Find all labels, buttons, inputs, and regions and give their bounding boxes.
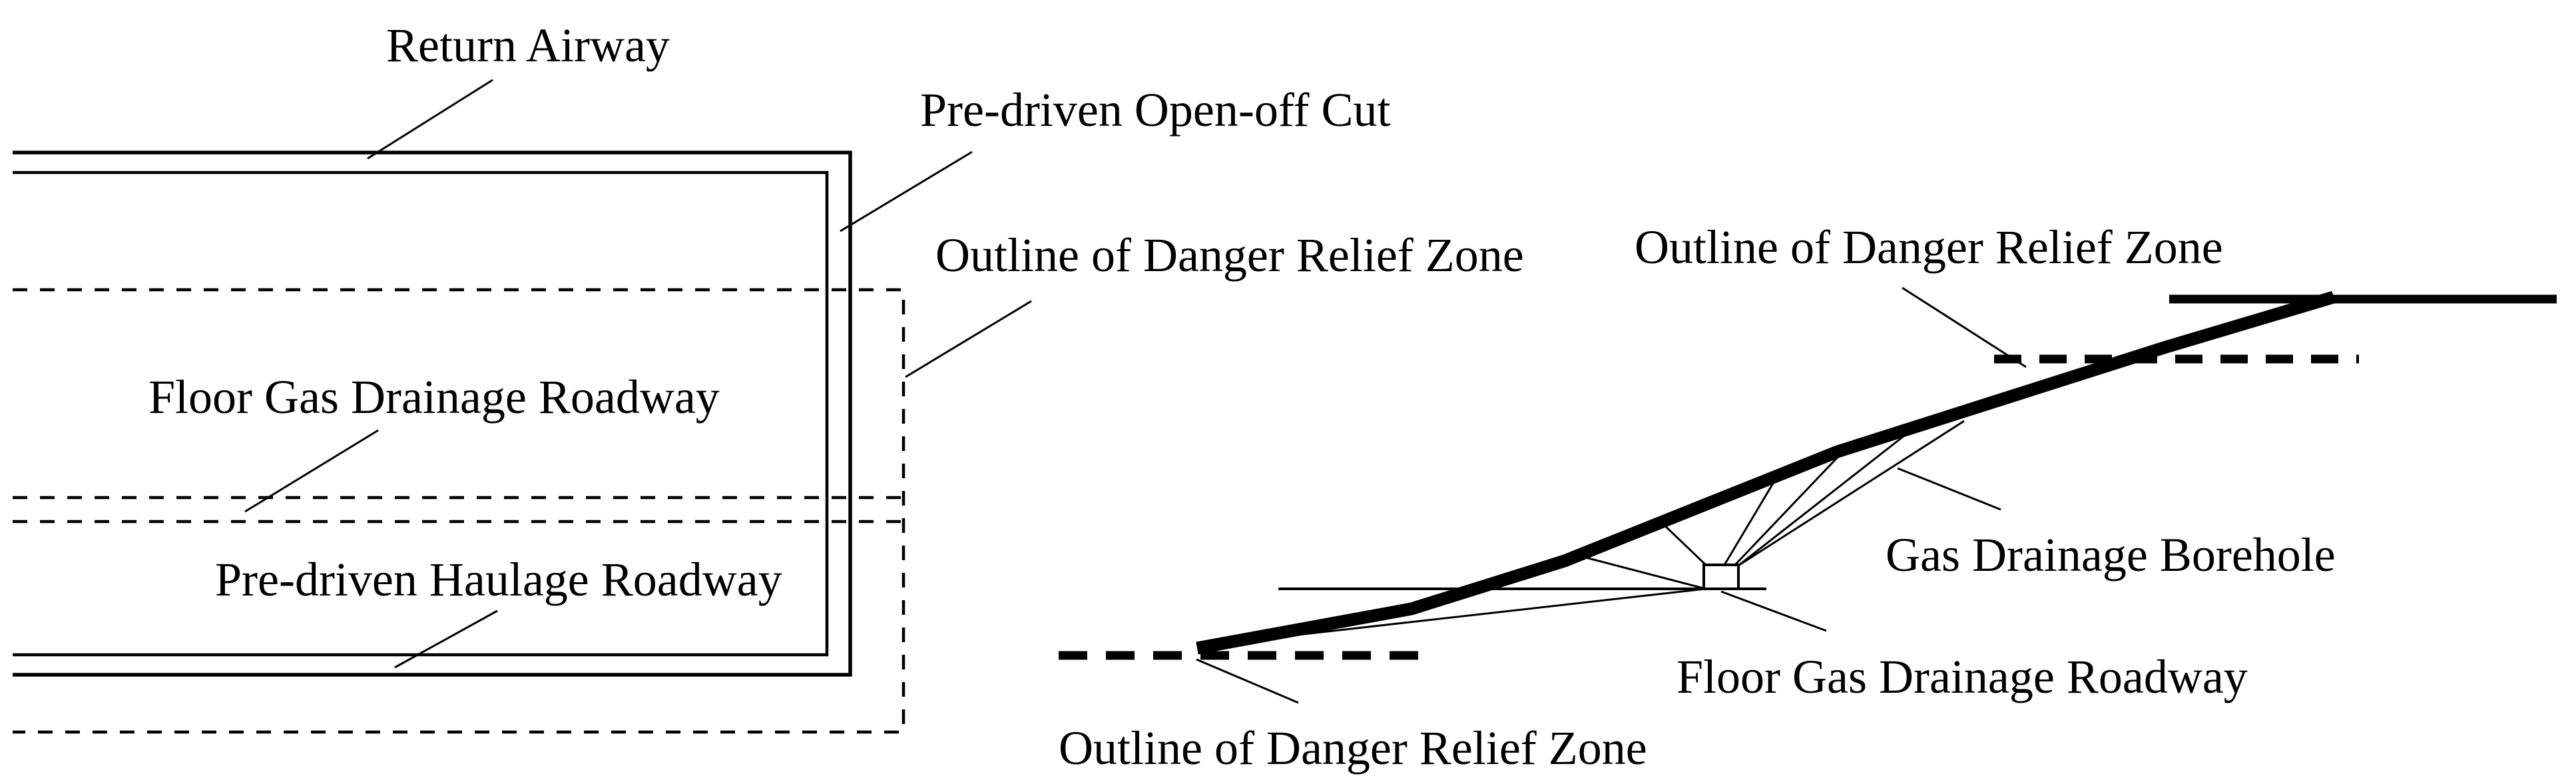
label-pre-driven-open-off-cut: Pre-driven Open-off Cut [920, 83, 1391, 137]
label-floor-gas-drainage-roadway-right: Floor Gas Drainage Roadway [1676, 650, 2248, 703]
borehole-line [1660, 521, 1708, 567]
return-airway-outer-outline [13, 151, 852, 677]
label-danger-relief-zone-left: Outline of Danger Relief Zone [935, 228, 1524, 282]
floor-roadway-section-square [1702, 564, 1740, 590]
label-gas-drainage-borehole: Gas Drainage Borehole [1886, 528, 2336, 582]
label-floor-gas-drainage-roadway-left: Floor Gas Drainage Roadway [148, 370, 720, 424]
borehole-line [1723, 475, 1779, 566]
borehole-line [1733, 449, 1846, 567]
danger-relief-zone-outline-left [13, 288, 905, 734]
borehole-line [1738, 420, 1965, 567]
borehole-label-leader [1897, 467, 2001, 511]
danger-zone-left-leader [905, 300, 1032, 378]
label-danger-relief-zone-top-right: Outline of Danger Relief Zone [1635, 220, 2223, 274]
haulage-roadway-leader [394, 609, 498, 669]
return-airway-leader [367, 79, 493, 160]
borehole-line [1577, 554, 1706, 590]
floor-roadway-right-leader [1720, 590, 1827, 632]
floor-roadway-left-leader [244, 429, 379, 513]
borehole-line [1738, 430, 1910, 567]
danger-zone-bottom-leader [1196, 658, 1299, 704]
label-pre-driven-haulage-roadway: Pre-driven Haulage Roadway [215, 553, 782, 606]
coal-seam-line [1196, 290, 2336, 655]
danger-zone-top-leader [1902, 286, 2027, 368]
label-return-airway: Return Airway [386, 19, 670, 72]
open-off-cut-leader [840, 151, 973, 232]
label-danger-relief-zone-bottom-right: Outline of Danger Relief Zone [1059, 721, 1647, 775]
